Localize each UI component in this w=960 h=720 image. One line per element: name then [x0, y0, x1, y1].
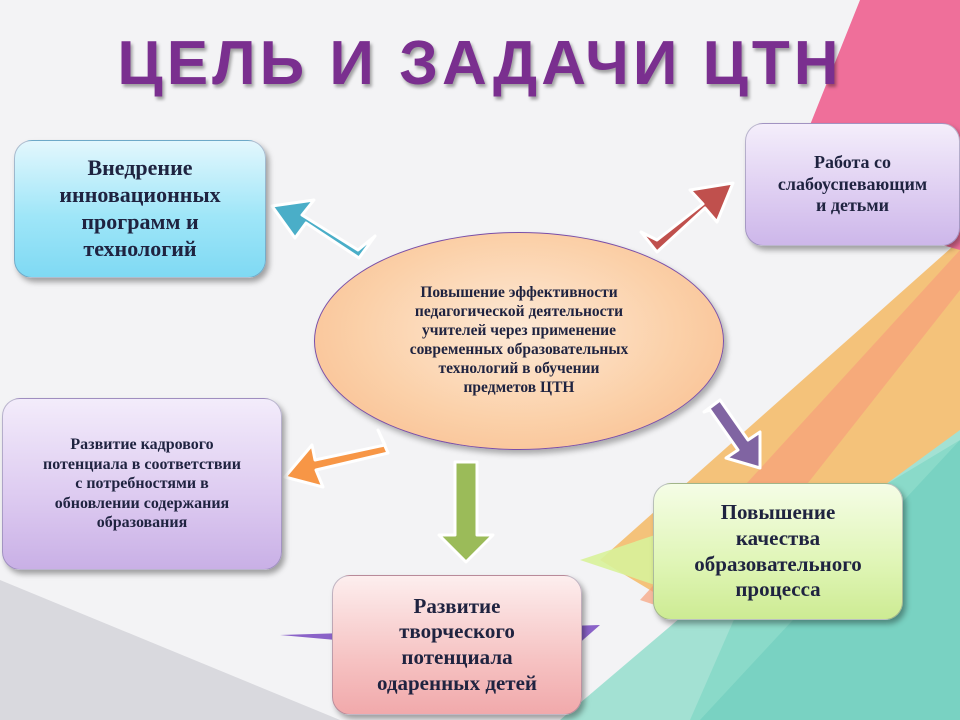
box-line: Внедрение [87, 155, 193, 181]
box-line: потенциала в соответствии [43, 455, 241, 473]
box-line: обновлении содержания [54, 494, 230, 512]
box-education-quality: Повышение качества образовательного проц… [653, 483, 903, 620]
box-line: Повышение [720, 500, 836, 525]
box-line: качества [735, 525, 821, 550]
box-line: с потребностями в [75, 475, 209, 493]
box-line: творческого [399, 619, 515, 644]
box-line: инновационных [59, 182, 221, 208]
box-line: образовательного [694, 551, 862, 576]
box-line: технологий [83, 235, 197, 261]
box-line: Развитие [413, 593, 501, 618]
box-staff-development: Развитие кадрового потенциала в соответс… [2, 398, 282, 570]
center-line: современных образовательных [409, 341, 629, 358]
box-line: процесса [735, 577, 821, 602]
center-line: Повышение эффективности [420, 284, 618, 302]
box-line: и детьми [816, 195, 889, 216]
box-weak-students: Работа со слабоуспевающим и детьми [745, 123, 960, 246]
box-line: слабоуспевающим [777, 173, 928, 194]
box-line: программ и [81, 209, 199, 234]
center-line: технологий в обучении [438, 359, 600, 377]
box-gifted-children: Развитие творческого потенциала одаренны… [332, 575, 582, 715]
center-goal-ellipse: Повышение эффективности педагогической д… [314, 232, 724, 450]
center-line: предметов ЦТН [463, 378, 575, 396]
box-line: Работа со [813, 151, 892, 172]
box-line: потенциала [401, 645, 513, 669]
box-line: Развитие кадрового [70, 436, 214, 454]
slide-title: ЦЕЛЬ И ЗАДАЧИ ЦТН [117, 29, 843, 98]
center-line: педагогической деятельности [414, 303, 624, 321]
box-line: одаренных детей [376, 670, 538, 695]
box-innovation-programs: Внедрение инновационных программ и техно… [14, 140, 266, 278]
box-line: образования [96, 514, 188, 532]
center-line: учителей через применение [422, 322, 616, 340]
